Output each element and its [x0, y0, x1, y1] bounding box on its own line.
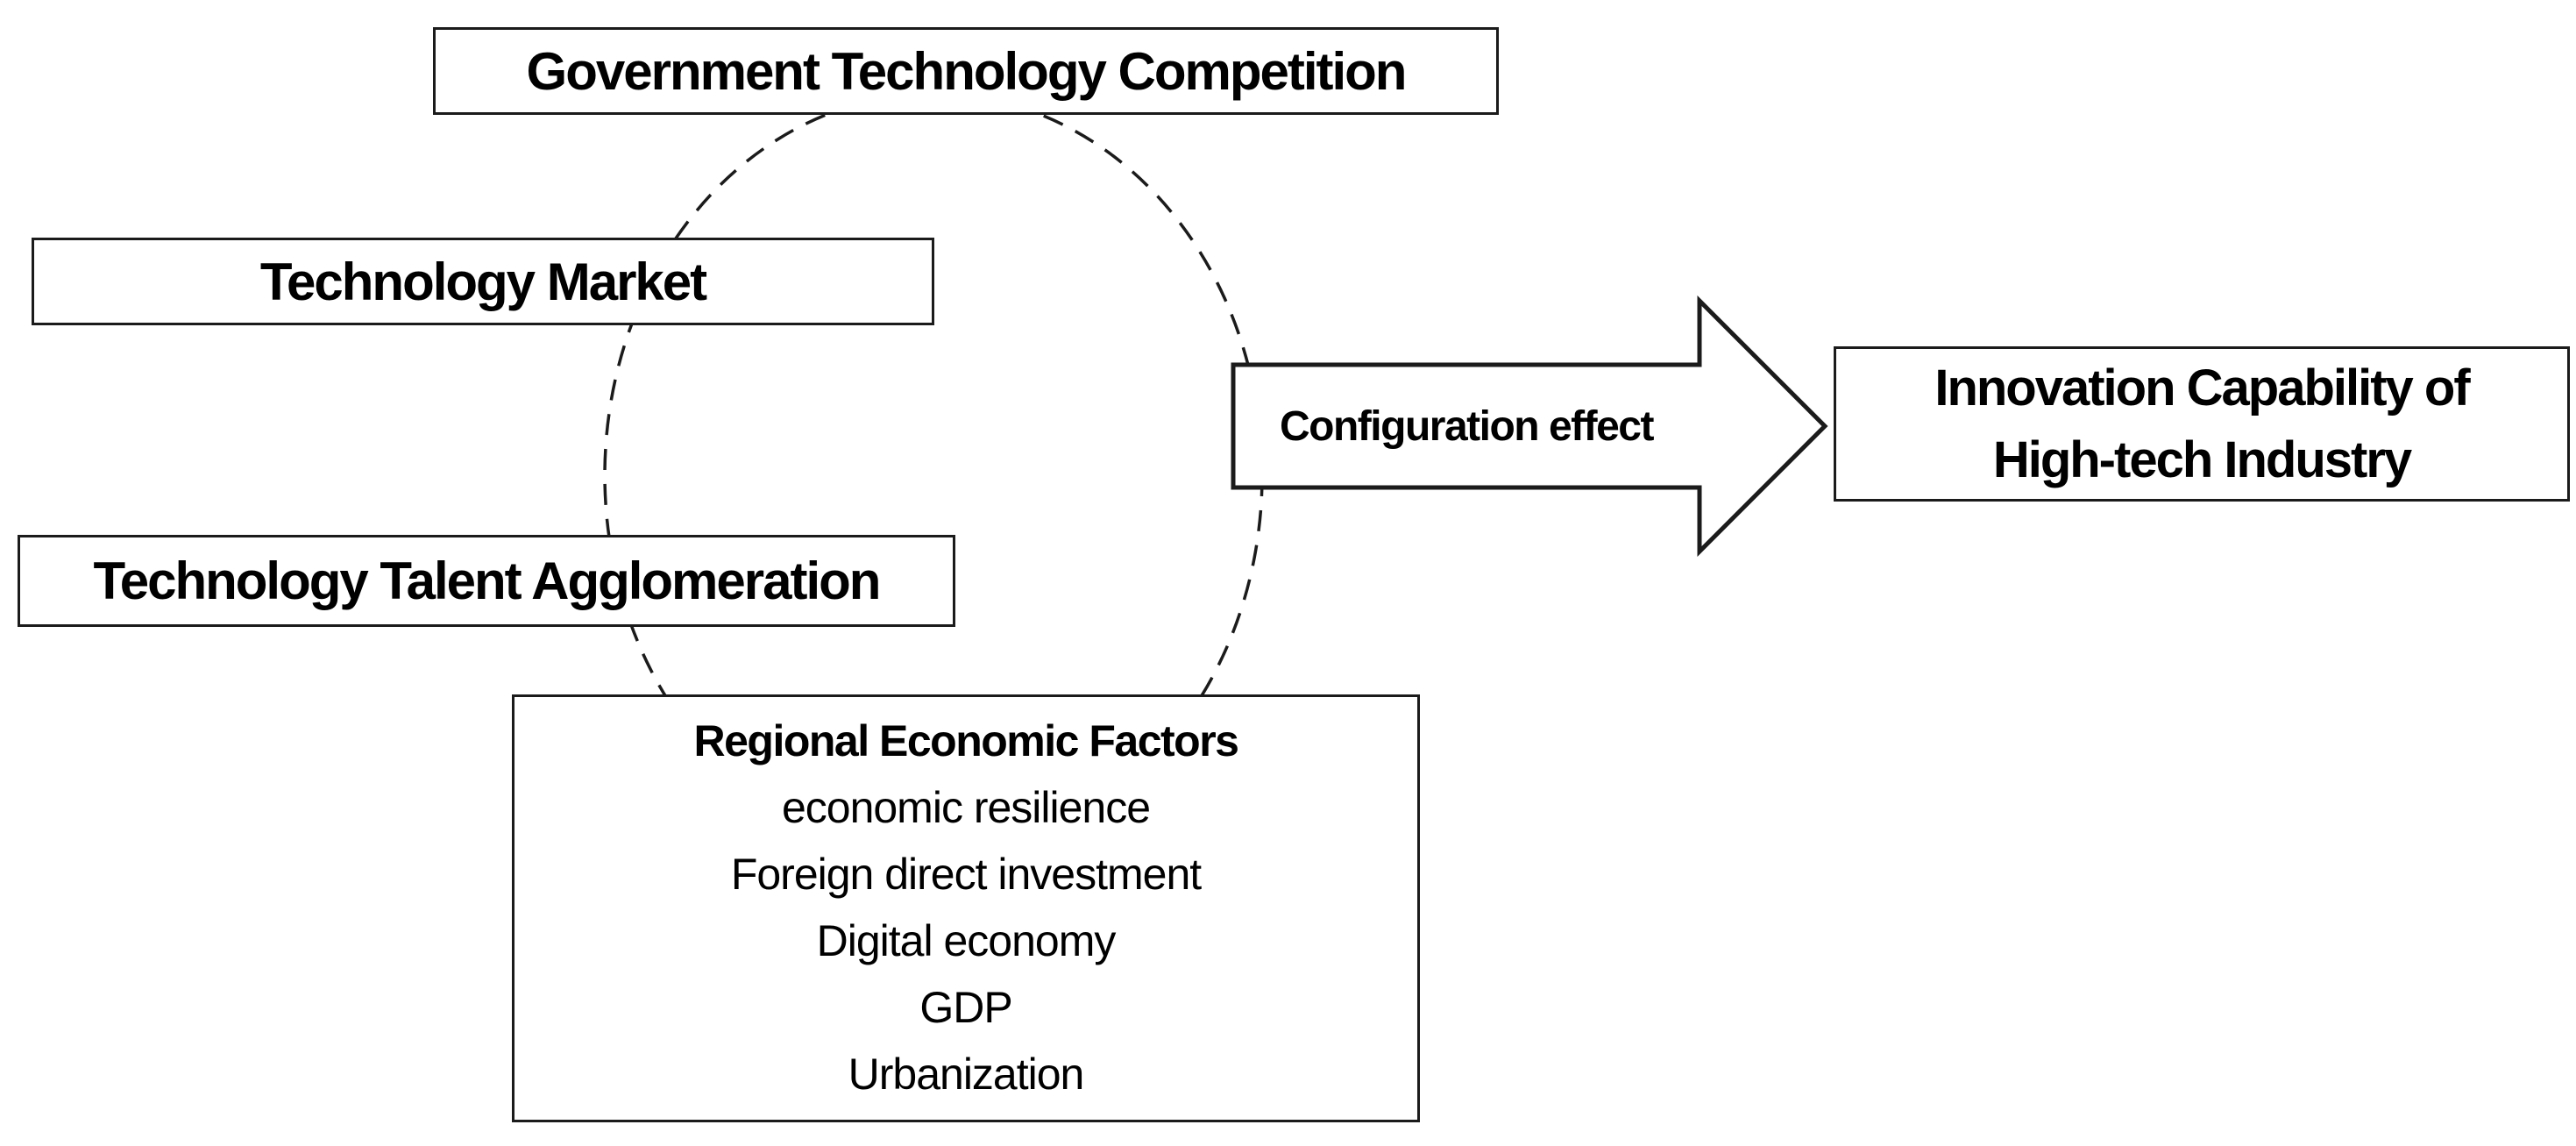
regional-title: Regional Economic Factors — [693, 716, 1239, 765]
regional-item-gdp: GDP — [919, 983, 1012, 1032]
box-technology-talent-agglomeration: Technology Talent Agglomeration — [18, 535, 955, 627]
box-technology-market: Technology Market — [32, 238, 934, 325]
box-government-technology-competition: Government Technology Competition — [433, 27, 1499, 115]
outcome-line-1: Innovation Capability of — [1934, 359, 2470, 416]
box-innovation-capability: Innovation Capability of High-tech Indus… — [1834, 346, 2570, 502]
regional-item-digital-economy: Digital economy — [816, 916, 1117, 965]
box-regional-economic-factors: Regional Economic Factors economic resil… — [512, 694, 1420, 1122]
regional-item-foreign-direct-investment: Foreign direct investment — [730, 850, 1202, 899]
regional-item-urbanization: Urbanization — [848, 1050, 1085, 1099]
regional-item-economic-resilience: economic resilience — [781, 783, 1151, 832]
outcome-line-2: High-tech Industry — [1992, 431, 2412, 488]
arrow-shape — [1231, 295, 1828, 558]
configuration-effect-label: Configuration effect — [1280, 402, 1654, 450]
box-government-label: Government Technology Competition — [526, 41, 1408, 101]
box-market-label: Technology Market — [259, 252, 707, 311]
box-talent-label: Technology Talent Agglomeration — [93, 552, 882, 610]
box-outcome-label: Innovation Capability of High-tech Indus… — [1934, 352, 2470, 496]
